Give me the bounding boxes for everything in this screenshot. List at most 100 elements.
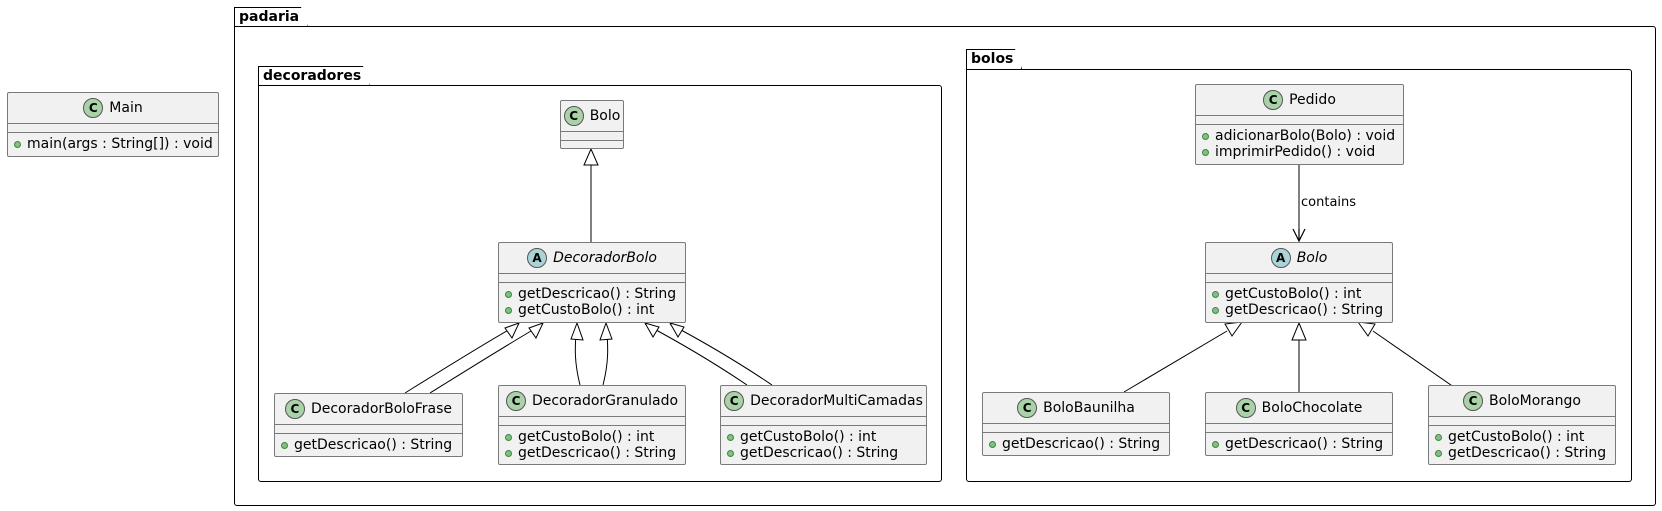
method-row: getDescricao() : String: [1206, 302, 1392, 318]
public-visibility-icon: [727, 449, 734, 457]
public-visibility-icon: [505, 290, 512, 298]
class-stereotype-icon: C: [1235, 398, 1256, 418]
abstract-stereotype-icon: A: [527, 248, 548, 268]
class-header: C DecoradorBoloFrase: [275, 394, 462, 425]
class-decoradorgranulado[interactable]: C DecoradorGranulado getCustoBolo() : in…: [498, 385, 686, 465]
class-decoradorbolo[interactable]: A DecoradorBolo getDescricao() : String …: [498, 242, 686, 323]
method-row: imprimirPedido() : void: [1196, 144, 1403, 160]
class-methods: getCustoBolo() : int getDescricao() : St…: [1429, 426, 1615, 465]
association-arrowhead-icon: [1292, 228, 1306, 243]
package-tab-decoradores: decoradores: [258, 66, 370, 86]
class-bolo[interactable]: A Bolo getCustoBolo() : int getDescricao…: [1205, 242, 1393, 323]
class-header: C DecoradorGranulado: [499, 386, 685, 417]
class-bolomorango[interactable]: C BoloMorango getCustoBolo() : int getDe…: [1428, 385, 1616, 465]
class-methods: main(args : String[]) : void: [8, 133, 218, 156]
class-name: BoloChocolate: [1261, 400, 1363, 416]
package-bolos: [966, 69, 1632, 482]
class-decoradormulticamadas[interactable]: C DecoradorMultiCamadas getCustoBolo() :…: [720, 385, 927, 465]
method-row: getDescricao() : String: [1429, 445, 1615, 461]
public-visibility-icon: [1212, 440, 1219, 448]
class-header: C Pedido: [1196, 85, 1403, 116]
class-stereotype-icon: C: [284, 399, 305, 419]
public-visibility-icon: [14, 140, 21, 148]
class-header: C Bolo: [561, 101, 623, 132]
class-fields: [1206, 274, 1392, 283]
class-header: A DecoradorBolo: [499, 243, 685, 274]
method-row: getCustoBolo() : int: [721, 429, 926, 445]
class-bolo-reference[interactable]: C Bolo: [560, 100, 624, 149]
public-visibility-icon: [505, 306, 512, 314]
public-visibility-icon: [1435, 449, 1442, 457]
inherit-arrow-baunilha: [1224, 321, 1244, 337]
inherit-arrow-chocolate: [1291, 321, 1307, 341]
public-visibility-icon: [281, 441, 288, 449]
method-row: getCustoBolo() : int: [499, 429, 685, 445]
package-padaria: [234, 26, 1656, 506]
class-bolochocolate[interactable]: C BoloChocolate getDescricao() : String: [1205, 392, 1393, 456]
class-stereotype-icon: C: [724, 391, 745, 411]
inherit-arrow-granulado-1: [570, 321, 584, 341]
class-fields: [983, 424, 1169, 433]
class-pedido[interactable]: C Pedido adicionarBolo(Bolo) : void impr…: [1195, 84, 1404, 165]
inherit-arrow-granulado-2: [599, 321, 613, 341]
class-methods: getDescricao() : String: [275, 434, 462, 457]
class-bolobaunilha[interactable]: C BoloBaunilha getDescricao() : String: [982, 392, 1170, 456]
public-visibility-icon: [727, 433, 734, 441]
method-row: adicionarBolo(Bolo) : void: [1196, 128, 1403, 144]
class-methods: getDescricao() : String: [983, 433, 1169, 456]
class-fields: [1429, 417, 1615, 426]
class-methods: getCustoBolo() : int getDescricao() : St…: [499, 426, 685, 465]
class-methods: adicionarBolo(Bolo) : void imprimirPedid…: [1196, 125, 1403, 164]
class-name: Bolo: [1296, 250, 1328, 266]
class-stereotype-icon: C: [1263, 90, 1284, 110]
inherit-arrow-multi-2: [668, 322, 685, 338]
class-name: Pedido: [1289, 92, 1336, 108]
class-header: C BoloChocolate: [1206, 393, 1392, 424]
class-name: BoloMorango: [1489, 393, 1581, 409]
method-row: getDescricao() : String: [983, 436, 1169, 452]
class-stereotype-icon: C: [563, 106, 584, 126]
package-decoradores: [258, 85, 942, 482]
inherit-arrow-frase-2: [528, 322, 544, 339]
association-label-contains: contains: [1301, 195, 1357, 210]
class-fields: [499, 274, 685, 283]
class-methods: [561, 141, 623, 149]
class-fields: [499, 417, 685, 426]
public-visibility-icon: [989, 440, 996, 448]
method-row: main(args : String[]) : void: [8, 136, 218, 152]
class-header: C BoloBaunilha: [983, 393, 1169, 424]
class-stereotype-icon: C: [505, 391, 526, 411]
class-fields: [1196, 116, 1403, 125]
package-tab-padaria: padaria: [234, 7, 308, 27]
public-visibility-icon: [1202, 132, 1209, 140]
public-visibility-icon: [505, 449, 512, 457]
package-tab-bolos: bolos: [966, 49, 1022, 69]
class-methods: getDescricao() : String getCustoBolo() :…: [499, 283, 685, 322]
class-decoradorbolofrase[interactable]: C DecoradorBoloFrase getDescricao() : St…: [274, 393, 463, 457]
class-name: DecoradorGranulado: [531, 393, 679, 409]
method-row: getCustoBolo() : int: [499, 302, 685, 318]
class-fields: [721, 417, 926, 426]
class-methods: getCustoBolo() : int getDescricao() : St…: [721, 426, 926, 465]
class-name: DecoradorMultiCamadas: [750, 393, 923, 409]
public-visibility-icon: [1212, 306, 1219, 314]
class-name: DecoradorBolo: [553, 250, 657, 266]
class-fields: [275, 425, 462, 434]
public-visibility-icon: [1212, 290, 1219, 298]
class-stereotype-icon: C: [1017, 398, 1038, 418]
class-main[interactable]: C Main main(args : String[]) : void: [7, 92, 219, 157]
class-fields: [1206, 424, 1392, 433]
inherit-arrow-decoradorbolo: [583, 147, 599, 166]
class-header: C BoloMorango: [1429, 386, 1615, 417]
method-row: getDescricao() : String: [721, 445, 926, 461]
class-name: BoloBaunilha: [1043, 400, 1135, 416]
inherit-edge-baunilha: [1123, 330, 1228, 393]
class-name: DecoradorBoloFrase: [310, 401, 453, 417]
class-stereotype-icon: C: [1463, 391, 1484, 411]
inherit-arrow-frase-1: [504, 322, 520, 339]
method-row: getDescricao() : String: [499, 286, 685, 302]
class-header: A Bolo: [1206, 243, 1392, 274]
inherit-edge-morango: [1372, 330, 1462, 393]
